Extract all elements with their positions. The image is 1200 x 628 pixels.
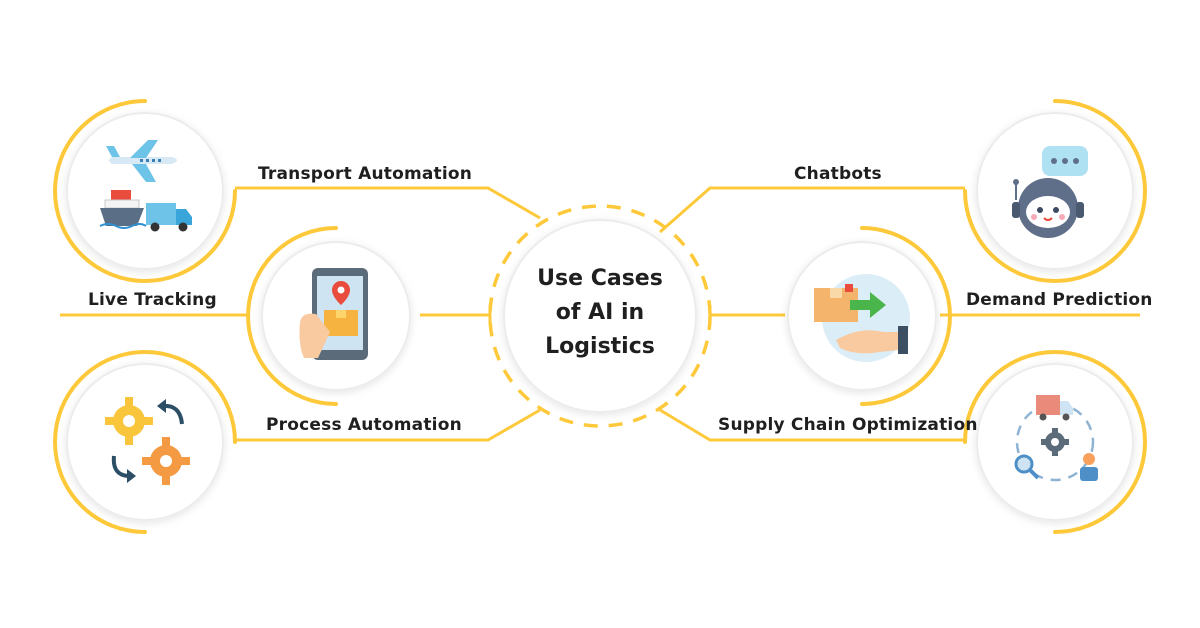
connectors xyxy=(60,186,1140,442)
label-demand-prediction: Demand Prediction xyxy=(966,290,1153,310)
connector-supply xyxy=(659,408,965,442)
robot-chat-icon xyxy=(1012,146,1088,238)
node-demand-prediction xyxy=(787,226,952,406)
label-process-automation: Process Automation xyxy=(266,415,462,435)
node-chatbots xyxy=(963,99,1147,283)
label-chatbots: Chatbots xyxy=(794,164,882,184)
phone-location-icon xyxy=(299,268,368,360)
transport-icon xyxy=(99,140,192,232)
center-title-line-2: of AI in xyxy=(555,300,645,325)
label-live-tracking: Live Tracking xyxy=(88,290,217,310)
supply-cycle-icon xyxy=(1014,395,1098,482)
gears-cycle-icon xyxy=(105,397,190,485)
node-live-tracking xyxy=(246,226,411,406)
label-supply-chain-optimization: Supply Chain Optimization xyxy=(718,415,978,435)
connector-transport xyxy=(235,186,541,220)
box-hand-icon xyxy=(814,274,910,362)
center-node xyxy=(488,204,712,428)
node-transport-automation xyxy=(53,99,237,283)
connector-chatbots xyxy=(659,186,965,234)
label-transport-automation: Transport Automation xyxy=(258,164,473,184)
connector-process xyxy=(235,408,541,442)
node-process-automation xyxy=(53,350,237,534)
center-title-line-3: Logistics xyxy=(545,334,655,359)
center-title-line-1: Use Cases xyxy=(537,266,663,291)
node-supply-chain-optimization xyxy=(963,350,1147,534)
center-title: Use Cases of AI in Logistics xyxy=(525,262,675,364)
